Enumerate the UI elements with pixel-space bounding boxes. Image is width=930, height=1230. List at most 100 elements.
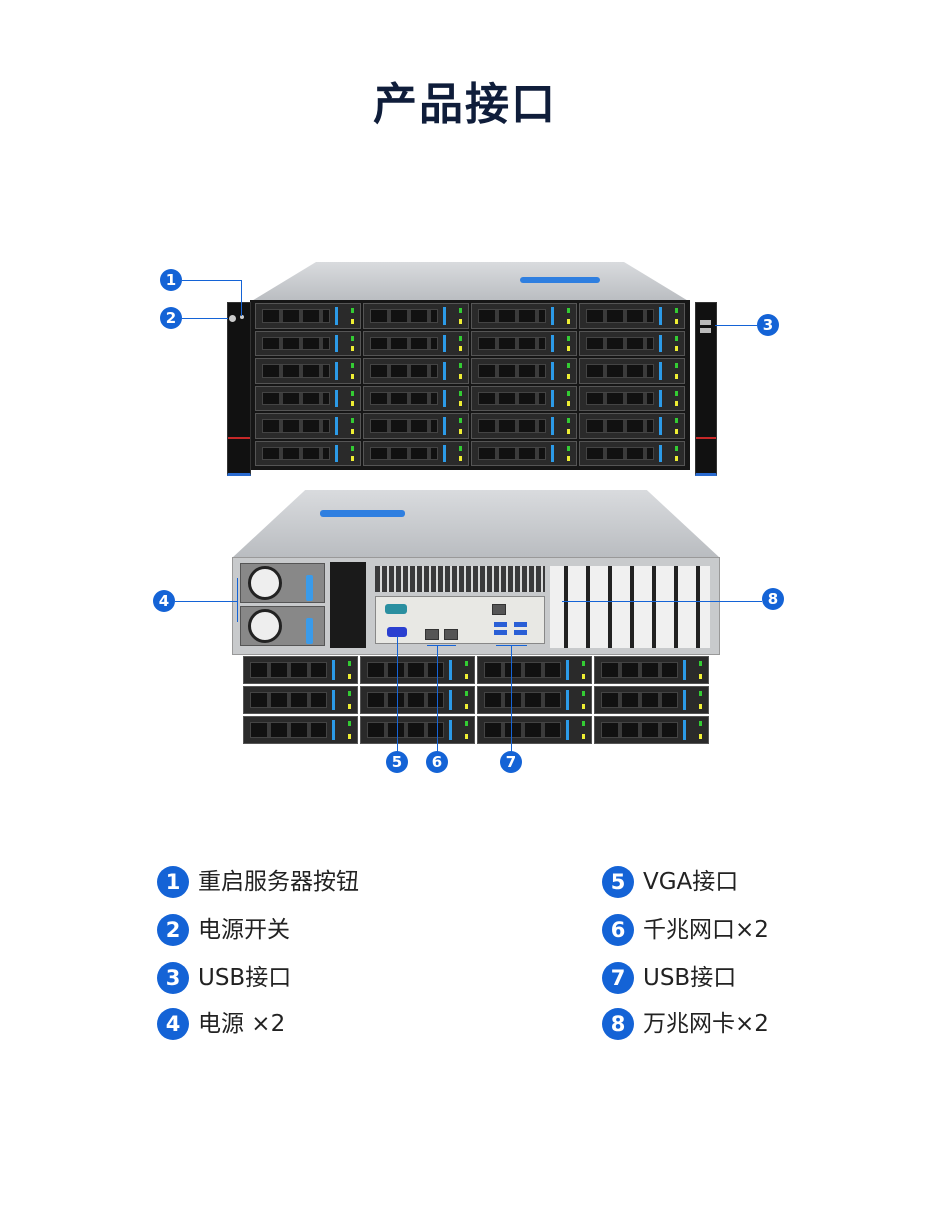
status-led	[459, 335, 462, 341]
drive-grill	[586, 446, 654, 460]
status-led	[567, 445, 570, 451]
server-rear-view	[232, 490, 720, 744]
drive-stripe	[332, 660, 335, 680]
status-led	[465, 704, 468, 709]
status-led	[459, 363, 462, 368]
legend-badge: 2	[157, 914, 189, 946]
status-led	[675, 363, 678, 368]
status-led	[459, 428, 462, 434]
status-led	[351, 318, 354, 324]
drive-bay	[579, 330, 685, 356]
drive-stripe	[659, 362, 662, 380]
status-led	[465, 674, 468, 679]
drive-bay	[243, 716, 358, 744]
drive-grill	[484, 692, 561, 708]
drive-grill	[370, 419, 438, 433]
status-led	[567, 401, 570, 406]
drive-grill	[478, 364, 546, 378]
leader-line-4	[237, 578, 238, 622]
drive-grill	[367, 692, 444, 708]
drive-bay	[471, 330, 577, 356]
drive-stripe	[659, 389, 662, 407]
usb-port-icon	[514, 630, 527, 635]
drive-grill	[484, 722, 561, 738]
drive-stripe	[443, 417, 446, 435]
drive-bay	[360, 686, 475, 714]
status-led	[675, 445, 678, 451]
status-led	[699, 674, 702, 679]
top-cover-blue-label	[320, 510, 405, 517]
status-led	[348, 734, 351, 739]
callout-badge-3: 3	[757, 314, 779, 336]
status-led	[582, 691, 585, 696]
drive-grill	[262, 364, 330, 378]
status-led	[567, 318, 570, 324]
callout-badge-4: 4	[153, 590, 175, 612]
drive-grill	[601, 662, 678, 678]
drive-stripe	[443, 307, 446, 325]
legend-badge: 3	[157, 962, 189, 994]
status-led	[465, 734, 468, 739]
drive-stripe	[332, 720, 335, 740]
drive-bay	[363, 385, 469, 411]
left-rack-ear	[227, 302, 251, 476]
drive-stripe	[551, 444, 554, 462]
drive-bay	[579, 358, 685, 384]
callout-badge-5: 5	[386, 751, 408, 773]
status-led	[675, 390, 678, 396]
drive-stripe	[551, 362, 554, 380]
status-led	[567, 390, 570, 396]
drive-bay	[594, 686, 709, 714]
leader-line-6	[437, 645, 438, 752]
drive-bay	[579, 413, 685, 439]
callout-badge-8: 8	[762, 588, 784, 610]
fan-icon	[248, 566, 282, 600]
vga-port-icon	[387, 627, 407, 637]
status-led	[351, 373, 354, 379]
drive-stripe	[683, 660, 686, 680]
red-accent	[228, 437, 250, 439]
usb-port-icon	[494, 630, 507, 635]
status-led	[675, 428, 678, 434]
status-led	[567, 308, 570, 313]
drive-bay	[363, 358, 469, 384]
fan-icon	[248, 609, 282, 643]
status-led	[699, 691, 702, 696]
drive-stripe	[566, 690, 569, 710]
pcie-slots	[550, 566, 710, 648]
page-title: 产品接口	[373, 79, 557, 130]
status-led	[351, 456, 354, 461]
drive-stripe	[566, 720, 569, 740]
drive-stripe	[332, 690, 335, 710]
status-led	[567, 456, 570, 461]
legend-badge: 4	[157, 1008, 189, 1040]
status-led	[459, 308, 462, 313]
drive-bay	[477, 656, 592, 684]
status-led	[459, 445, 462, 451]
status-led	[465, 661, 468, 666]
status-led	[675, 401, 678, 406]
drive-grill	[367, 662, 444, 678]
drive-bay	[360, 656, 475, 684]
status-led	[675, 373, 678, 379]
status-led	[465, 691, 468, 696]
server-top-cover	[232, 490, 720, 558]
legend-badge: 7	[602, 962, 634, 994]
drive-grill	[250, 722, 327, 738]
usb-port-icon	[514, 622, 527, 627]
legend-label: VGA接口	[643, 869, 739, 895]
status-led	[567, 335, 570, 341]
drive-grill	[262, 446, 330, 460]
leader-line-4	[175, 601, 237, 602]
legend-badge: 8	[602, 1008, 634, 1040]
status-led	[582, 721, 585, 726]
legend-badge: 1	[157, 866, 189, 898]
drive-stripe	[659, 307, 662, 325]
drive-bay	[363, 440, 469, 466]
status-led	[351, 308, 354, 313]
drive-bay	[363, 303, 469, 329]
legend-label: 千兆网口×2	[643, 917, 769, 943]
drive-grill	[262, 419, 330, 433]
drive-grill	[601, 722, 678, 738]
status-led	[567, 428, 570, 434]
